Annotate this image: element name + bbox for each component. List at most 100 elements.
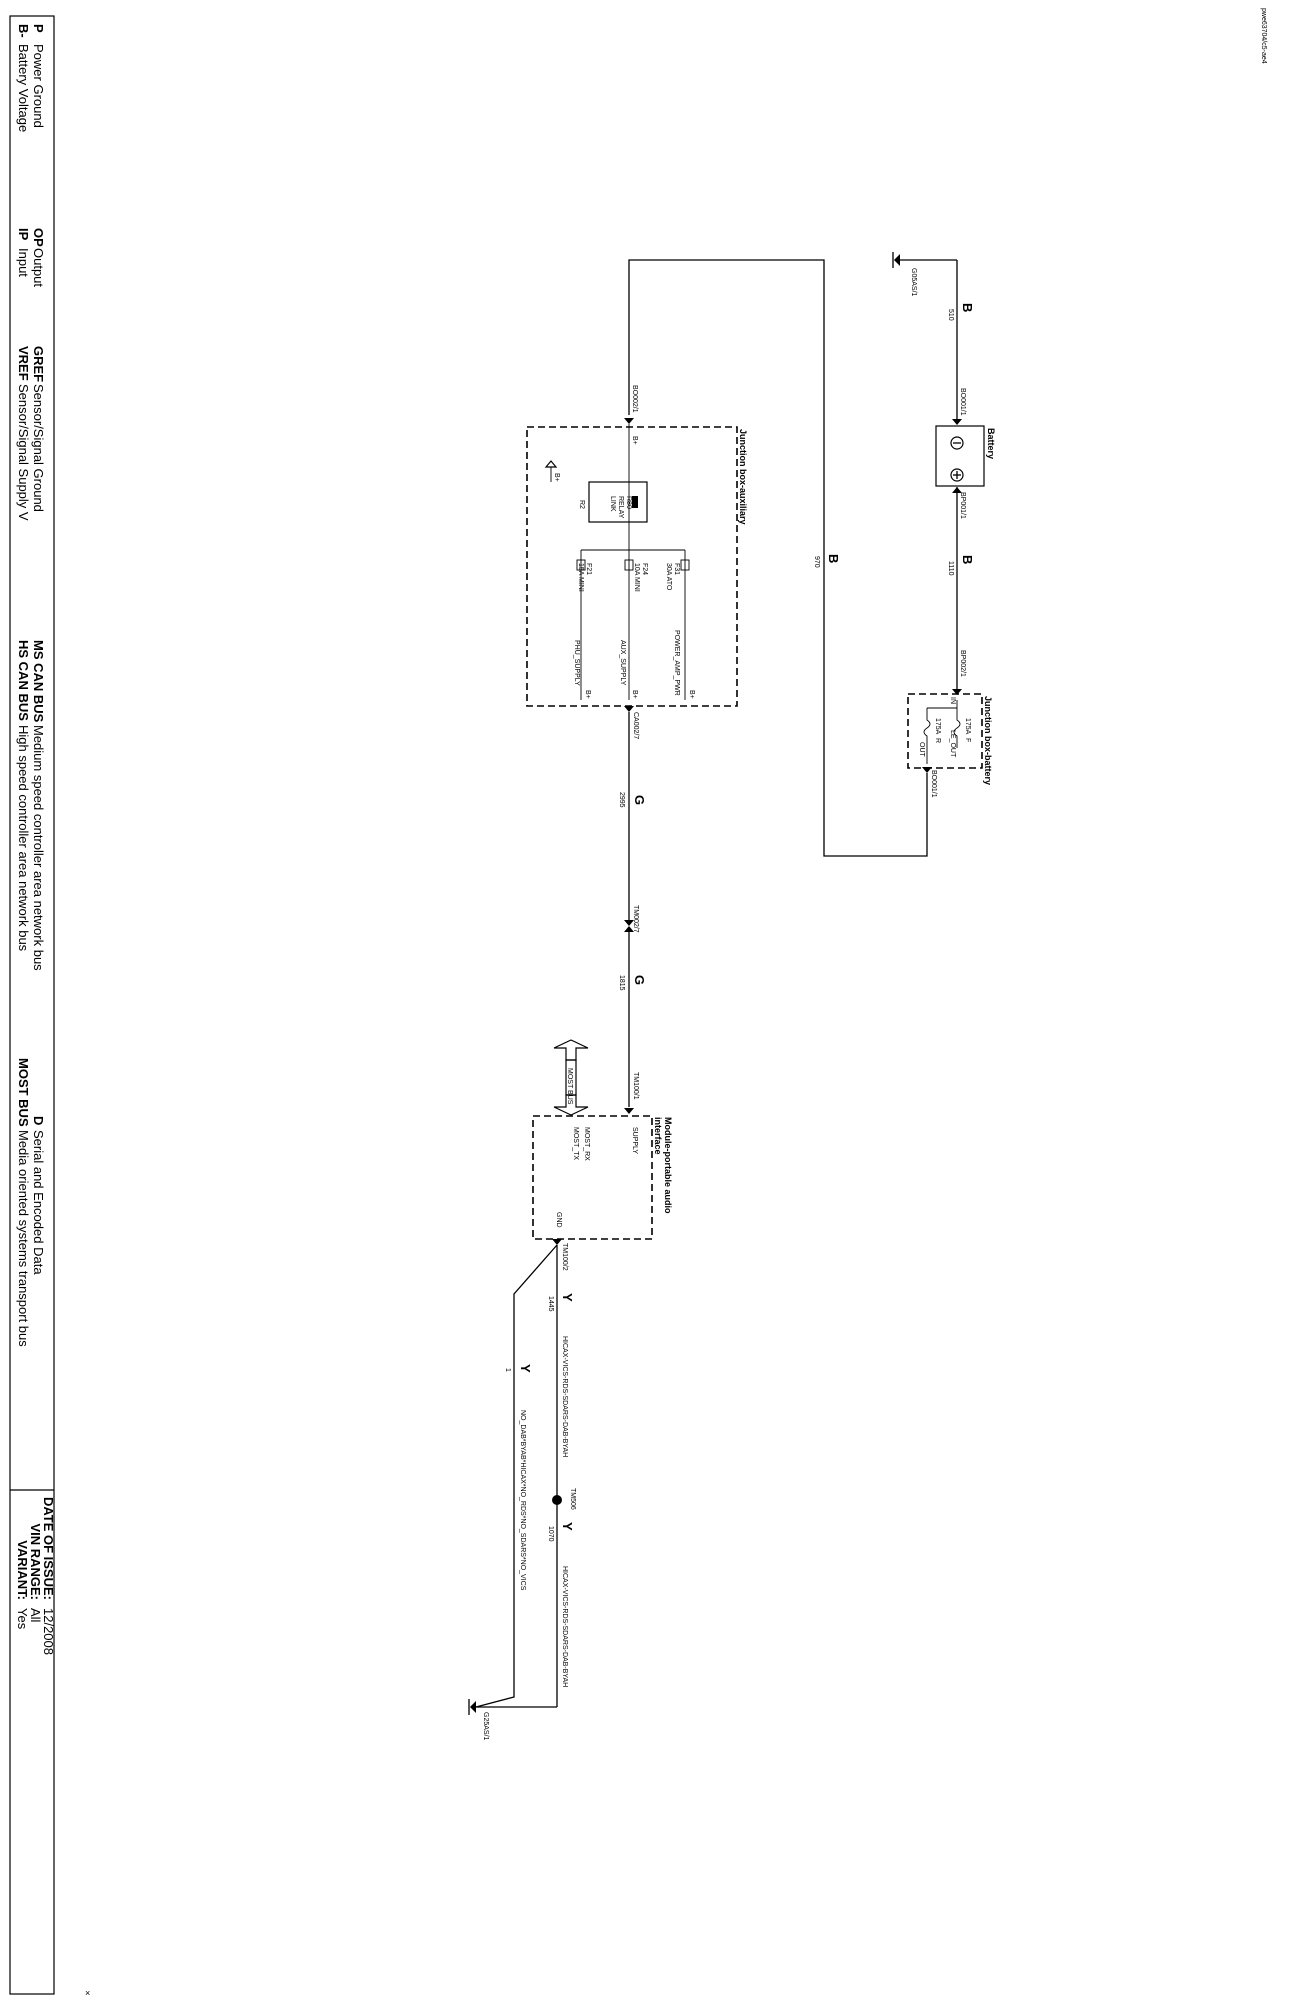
legend-text-op: Output (31, 248, 46, 287)
legend-abbr-hs-can: HS CAN BUS (16, 640, 31, 721)
module-title-2: interface (653, 1117, 663, 1155)
junction-box-auxiliary: Junction box-auxiliary BO002/1 B+ F31 30… (526, 385, 748, 712)
ground-symbol-g25as: G25AS/1 (468, 1699, 489, 1741)
label-wires-w510-color: B (960, 303, 975, 312)
module-title-1: Module-portable audio (663, 1117, 673, 1214)
legend-text-most: Media oriented systems transport bus (16, 1130, 31, 1347)
jbb-title: Junction box-battery (983, 696, 993, 785)
label-components-jbb-fuse1_out: LE_OUT (949, 730, 956, 758)
label-components-jba-fuses-1-pin: B+ (631, 690, 638, 699)
legend-text-d: Serial and Encoded Data (31, 1130, 46, 1275)
legend-panel: B- Battery Voltage P Power Ground IP Inp… (9, 15, 56, 1995)
wire-510: B 510 (947, 260, 975, 422)
junction-box-battery: Junction box-battery IN 175A F LE_OUT 17… (907, 689, 993, 798)
label-components-jba-fuses-1-signal: AUX_SUPPLY (619, 640, 626, 686)
module-portable-audio-interface: Module-portable audio interface SUPPLY M… (532, 1039, 673, 1271)
battery-positive-terminal (950, 468, 964, 482)
label-wires-w970-num: 970 (813, 556, 820, 568)
label-components-jba-relay_name: R80 (625, 496, 632, 509)
variant-value: Yes (15, 1608, 30, 1630)
label-components-jbb-fuse2: 175A (934, 718, 941, 735)
label-wires-w1-num: 1 (504, 1368, 511, 1372)
label-components-jba-fuses-2-id: F21 (585, 563, 592, 575)
wire-970: B 970 (628, 259, 928, 857)
ground-symbol-g05as: G05AS/1 (892, 252, 957, 297)
label-wires-w2995-color: G (632, 795, 647, 805)
battery-negative-terminal (950, 436, 964, 450)
label-components-module-most_bus: MOST BUS (566, 1068, 573, 1105)
relay-link-r80 (588, 481, 648, 523)
fuse-f21 (576, 559, 586, 571)
label-components-jbb-fuse1: 175A (964, 718, 971, 735)
label-components-jba-relay_l1: RELAY (617, 496, 624, 519)
label-wires-w1110-color: B (960, 555, 975, 564)
label-components-jba-pin_in_label: B+ (631, 436, 638, 445)
ground-label-g25as: G25AS/1 (482, 1712, 489, 1741)
wire-1110: B 1110 BP002/1 (947, 487, 975, 690)
jbb-pin-out: BO001/1 (930, 770, 937, 798)
label-components-module-gnd: GND (555, 1212, 562, 1228)
jba-pin-in: BO002/1 (631, 385, 638, 413)
fuse-f24 (624, 559, 634, 571)
wire-1070: Y 1070 HICAX-VICS-RDS-SDARS-DAB-BYAH (547, 1522, 575, 1687)
label-components-jbb-fuse2_out: OUT (918, 742, 925, 758)
variant-label: VARIANT: (15, 1540, 30, 1600)
fuse-175a-r (923, 708, 931, 764)
label-wires-w510-num: 510 (947, 309, 954, 321)
label-components-jba-fuses-1-rating: 10A MINI (633, 563, 640, 592)
vin-range-label: VIN RANGE: (28, 1523, 43, 1600)
label-inline-splice: TM506 (569, 1488, 576, 1510)
legend-text-p: Power Ground (31, 44, 46, 128)
label-components-module-most_rx: MOST_RX (583, 1127, 590, 1161)
battery-pin-neg: BO001/1 (959, 388, 966, 416)
label-components-jbb-fuse1_pin: F (964, 738, 971, 742)
inline-connector-tm002: TM002/7 (624, 905, 639, 933)
ground-label-g05as: G05AS/1 (910, 268, 917, 297)
label-components-jba-fuses-2-rating: 15A MINI (577, 563, 584, 592)
fuse-f31 (680, 559, 690, 571)
fuse-175a-f (953, 708, 961, 748)
label-wires-w1070-num: 1070 (547, 1526, 554, 1542)
label-wires-w970-color: B (826, 554, 841, 563)
label-components-jba-relay_id: R2 (578, 500, 585, 509)
date-of-issue-label: DATE OF ISSUE: (41, 1497, 56, 1600)
wire-1: Y 1 NO_DAB*BYAB*HICAX*NO_RDS*NO_SDARS*NO… (475, 1244, 558, 1708)
label-wires-w1-variant: NO_DAB*BYAB*HICAX*NO_RDS*NO_SDARS*NO_VIC… (519, 1410, 526, 1591)
label-components-jbb-pin_in: BP002/1 (959, 650, 966, 677)
wire-1445: Y 1445 HICAX-VICS-RDS-SDARS-DAB-BYAH (547, 1245, 575, 1707)
label-components-jba-fuses-0-rating: 30A ATO (665, 563, 672, 591)
module-pin-gnd: TM100/2 (561, 1243, 568, 1271)
label-wires-w1110-num: 1110 (947, 561, 954, 576)
legend-text-ms-can: Medium speed controller area network bus (31, 725, 46, 971)
label-wires-w1070-color: Y (560, 1522, 575, 1531)
legend-abbr-d: D (31, 1116, 46, 1125)
legend-text-vref: Sensor/Signal Supply V (16, 384, 31, 521)
jba-title: Junction box-auxiliary (738, 429, 748, 525)
label-components-module-most_tx: MOST_TX (572, 1127, 579, 1160)
label-wires-w1815-color: G (632, 975, 647, 985)
legend-text-gref: Sensor/Signal Ground (31, 384, 46, 512)
splice-tm506: TM506 (552, 1488, 576, 1510)
label-components-jba-fuses-2-signal: PHU_SUPPLY (573, 640, 580, 686)
battery-title: Battery (986, 428, 996, 459)
battery: Battery BO001/1 BP001/1 (935, 388, 996, 519)
label-wires-w1445-variant: HICAX-VICS-RDS-SDARS-DAB-BYAH (561, 1336, 568, 1457)
label-components-jbb-fuse1_in: IN (949, 697, 956, 704)
label-components-module-pin_in: TM100/1 (632, 1072, 639, 1100)
legend-abbr-p: P (31, 24, 46, 33)
date-of-issue-value: 12/2008 (41, 1608, 56, 1655)
label-wires-w1070-variant: HICAX-VICS-RDS-SDARS-DAB-BYAH (561, 1566, 568, 1687)
corner-mark: × (85, 1988, 90, 1998)
legend-abbr-op: OP (31, 228, 46, 247)
legend-text-ip: Input (16, 248, 31, 277)
label-components-jba-fuses-0-id: F31 (673, 563, 680, 575)
legend-text-hs-can: High speed controller area network bus (16, 725, 31, 952)
document-id: pwe63704/c5-ae4 (1260, 8, 1267, 64)
legend-abbr-gref: GREF (31, 346, 46, 382)
label-inline-ca: CA002/7 (632, 712, 639, 739)
label-wires-w2995-num: 2995 (618, 792, 625, 808)
label-inline-tm: TM002/7 (632, 905, 639, 933)
label-wires-w1445-color: Y (560, 1293, 575, 1302)
label-wires-w1815-num: 1815 (618, 975, 625, 991)
